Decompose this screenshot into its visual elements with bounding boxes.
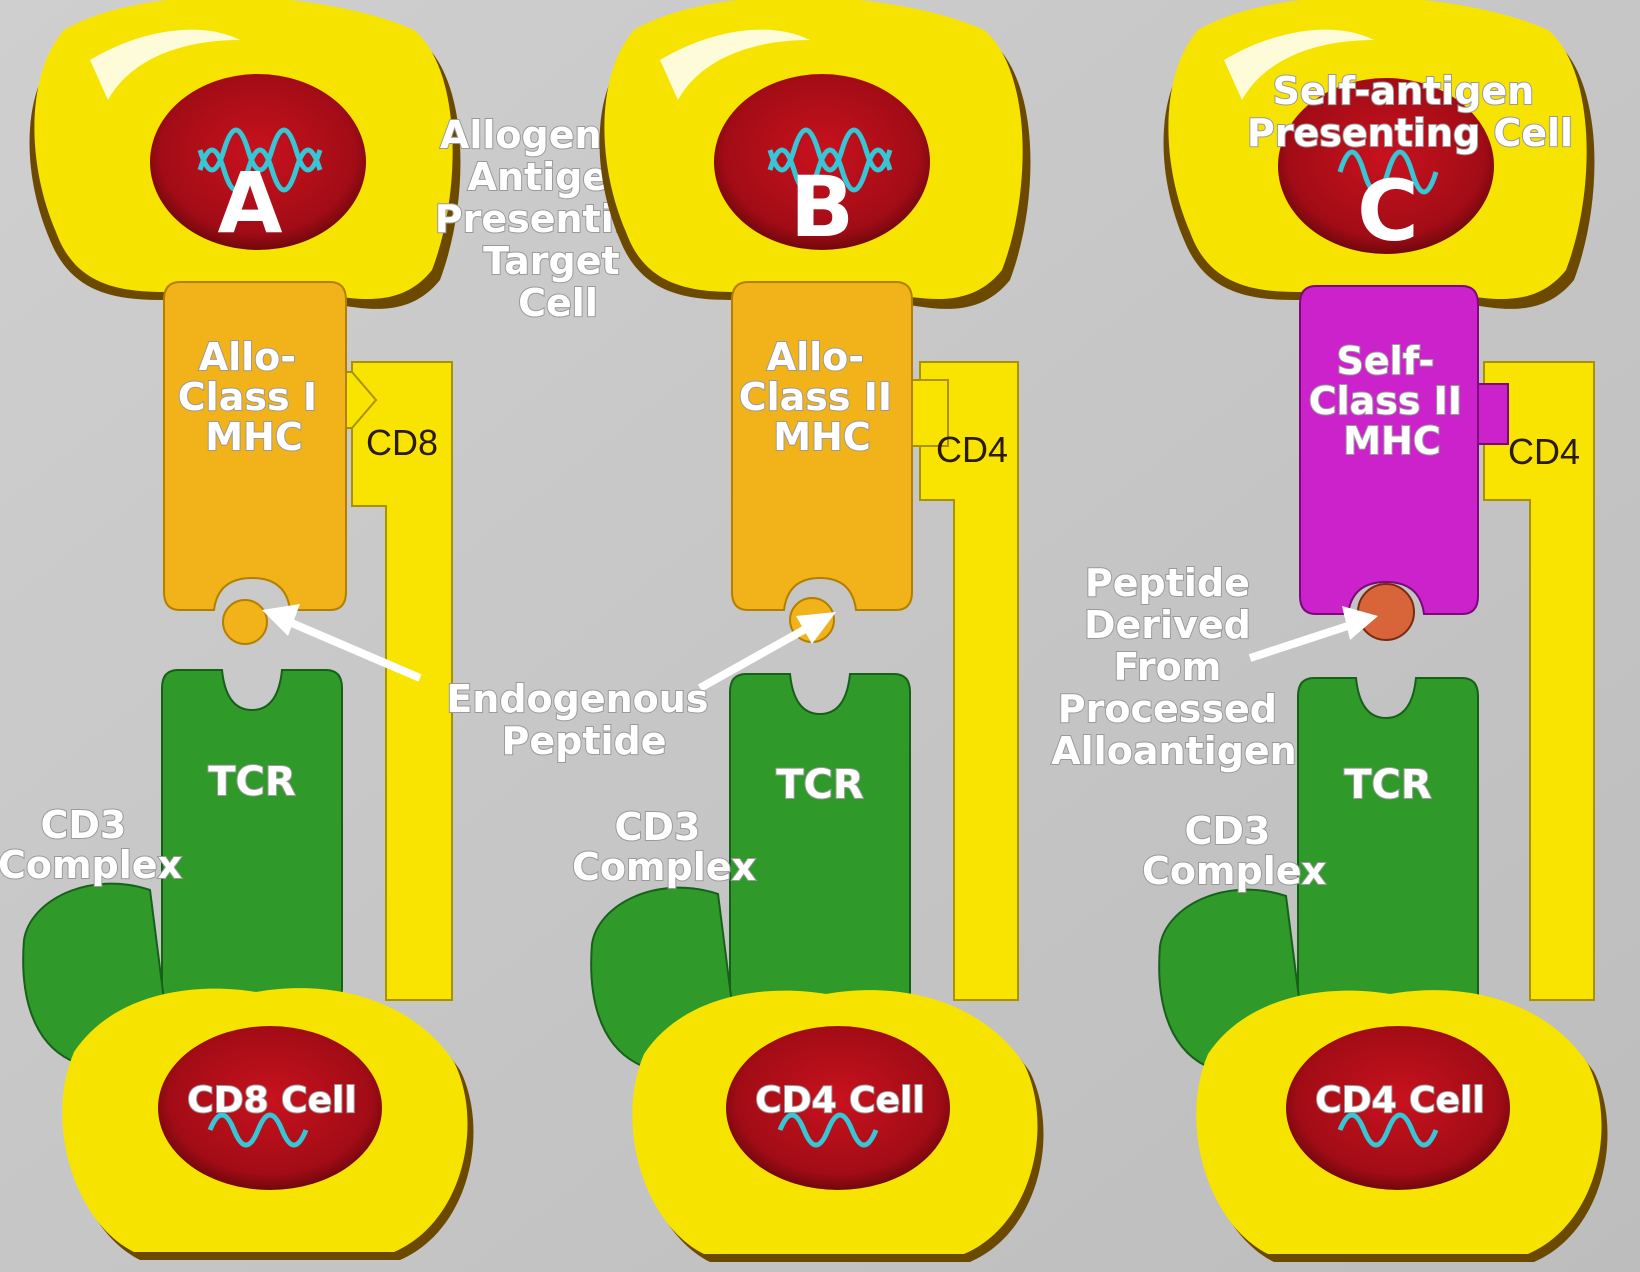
mhc-label-line2: Class II: [739, 375, 892, 419]
cd3-label-line2: Complex: [0, 843, 182, 887]
processed-peptide-c: [1357, 583, 1415, 641]
tcell-b: CD4 Cell: [632, 990, 1044, 1262]
cd3-label-line2: Complex: [1142, 849, 1326, 893]
tcell-label: CD4 Cell: [1315, 1080, 1484, 1121]
mhc-allo-class-ii: [731, 281, 913, 611]
svg-text:Peptide Derived Fr: Peptide Derived From Processed Alloantig…: [1051, 561, 1296, 773]
processed-peptide-callout: Peptide Derived From Processed Alloantig…: [1050, 560, 1378, 774]
nucleus: [1286, 1026, 1510, 1190]
apc-cell-a: A: [29, 0, 461, 309]
dna-icon: [197, 147, 323, 193]
dna-icon: [1337, 1112, 1439, 1148]
mhc-label-line2: Class II: [1309, 379, 1462, 423]
mhc-allo-class-i: [163, 281, 347, 611]
coreceptor-cd4: [919, 361, 1019, 1001]
arrow-to-peptide-b: [698, 618, 820, 692]
endogenous-peptide-callout: Endogenous Peptide: [262, 604, 836, 764]
cd3-label-line2: Complex: [572, 845, 756, 889]
nucleus: [158, 1026, 382, 1190]
arrow-to-peptide-a: [278, 614, 422, 682]
cd3-label-line1: CD3: [1184, 809, 1270, 853]
tcr-label: TCR: [1344, 762, 1431, 808]
tcr-a: [161, 669, 343, 1007]
apc-cell-b: B: [599, 0, 1031, 309]
svg-text:Self-antigen Presentin: Self-antigen Presenting Cell: [1247, 69, 1573, 155]
panel-letter-c: C: [1357, 162, 1419, 260]
mhc-label-line3: MHC: [205, 415, 303, 459]
mhc-label-line3: MHC: [1343, 419, 1441, 463]
processed-label-line4: Processed: [1058, 687, 1277, 731]
tcell-c: CD4 Cell: [1196, 990, 1608, 1262]
coreceptor-label-cd4: CD4: [1508, 431, 1580, 472]
nucleus: [150, 74, 366, 250]
panel-b: B Allo- Class II MHC CD4 TCR CD3 Complex…: [571, 0, 1044, 1262]
dna-icon: [767, 147, 893, 193]
tcr-c: [1297, 677, 1479, 1015]
svg-text:Self- Class II MHC: Self- Class II MHC: [1309, 339, 1476, 463]
endogenous-peptide-a: [222, 599, 268, 645]
tcr-label: TCR: [776, 762, 863, 808]
coreceptor-cd4: [1483, 361, 1595, 1001]
panel-letter-b: B: [790, 158, 854, 256]
nucleus: [1278, 78, 1494, 254]
panel-letter-a: A: [217, 154, 282, 252]
processed-label-line1: Peptide: [1085, 561, 1250, 605]
svg-text:Allo- Class II MHC: Allo- Class II MHC: [739, 335, 906, 459]
nucleus: [726, 1026, 950, 1190]
mhc-self-class-ii: [1299, 285, 1479, 615]
apc-cell-c: C Self-antigen Presenting Cell: [1163, 0, 1595, 309]
panel-c: C Self-antigen Presenting Cell Self- Cla…: [1141, 0, 1608, 1262]
processed-label-line2: Derived: [1084, 603, 1251, 647]
mhc-label-line3: MHC: [773, 415, 871, 459]
endogenous-label-line1: Endogenous: [446, 677, 708, 721]
tcell-label: CD4 Cell: [755, 1080, 924, 1121]
panel-a: A Allo- Class I MHC CD8 TCR CD3 Complex …: [0, 0, 474, 1260]
processed-label-line3: From: [1113, 645, 1221, 689]
mhc-label-line2: Class I: [178, 375, 317, 419]
mhc-label-line1: Allo-: [199, 335, 296, 379]
svg-text:CD3 Complex: CD3 Complex: [1142, 809, 1326, 893]
mhc-label-line1: Self-: [1336, 339, 1434, 383]
arrow-to-peptide-c: [1248, 618, 1362, 662]
allo-apc-label-line5: Cell: [518, 281, 598, 325]
svg-text:Allo- Class I MHC: Allo- Class I MHC: [178, 335, 330, 459]
self-apc-label-line2: Presenting Cell: [1247, 111, 1573, 155]
cd3-label-line1: CD3: [40, 803, 126, 847]
tcr-b: [729, 673, 911, 1013]
dna-icon: [777, 1112, 879, 1148]
coreceptor-label-cd8: CD8: [366, 422, 438, 463]
tcell-a: CD8 Cell: [62, 988, 474, 1260]
svg-text:CD3 Complex: CD3 Complex: [572, 805, 756, 889]
tcr-label: TCR: [208, 759, 295, 805]
svg-text:Endogenous Peptide: Endogenous Peptide: [446, 677, 721, 763]
processed-label-line5: Alloantigen: [1051, 729, 1296, 773]
endogenous-label-line2: Peptide: [502, 719, 667, 763]
allo-apc-label-line4: Target: [483, 239, 620, 283]
self-apc-label-line1: Self-antigen: [1273, 69, 1535, 113]
dna-icon: [1337, 149, 1439, 195]
svg-text:CD3 Complex: CD3 Complex: [0, 803, 182, 887]
coreceptor-cd8: [351, 361, 453, 1001]
coreceptor-label-cd4: CD4: [936, 429, 1008, 470]
cd3-label-line1: CD3: [614, 805, 700, 849]
tcell-label: CD8 Cell: [187, 1080, 356, 1121]
mhc-label-line1: Allo-: [767, 335, 864, 379]
dna-icon: [207, 1112, 309, 1148]
